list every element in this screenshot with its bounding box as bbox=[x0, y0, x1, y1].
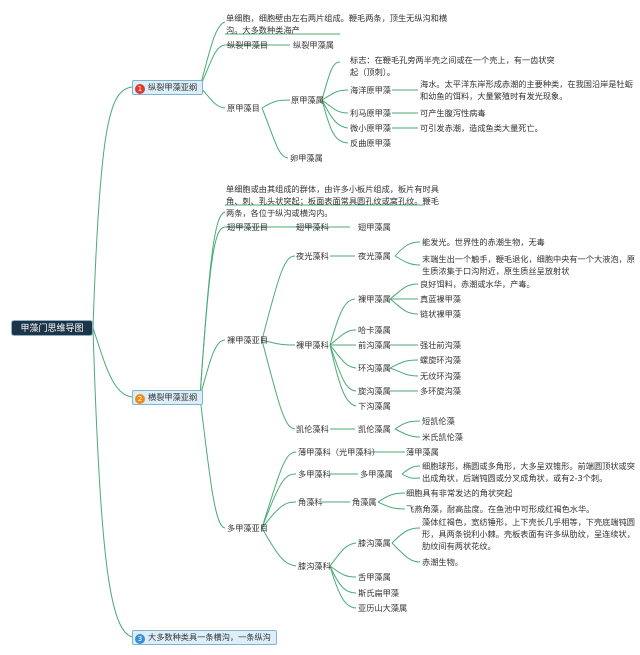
subclass-label: 大多数种类具一条横沟，一条纵沟 bbox=[148, 632, 271, 642]
node-yg1[interactable]: 能发光。世界性的赤潮生物，无毒 bbox=[422, 237, 545, 247]
node-biaozhi[interactable]: 标志：在鞭毛孔旁两半壳之间或在一个壳上，有一齿状突起（顶刺）。 bbox=[350, 55, 555, 77]
node-haiyang[interactable]: 海洋原甲藻 bbox=[350, 85, 391, 95]
subclass-label: 纵裂甲藻亚纲 bbox=[148, 82, 198, 92]
node-luoyamu[interactable]: 裸甲藻亚目 bbox=[227, 335, 268, 345]
node-lj1[interactable]: 良好饵料，赤潮或水华，产毒。 bbox=[420, 279, 535, 289]
node-haka[interactable]: 哈卡藻属 bbox=[358, 325, 391, 335]
node-jg1[interactable]: 藻体红褐色，宽纺锤形，上下壳长几乎相等，下壳底端钝圆形，具两条锐利小棘。壳板表面… bbox=[422, 517, 635, 551]
priority-3-icon: 3 bbox=[135, 634, 145, 644]
node-yeguangshu[interactable]: 夜光藻属 bbox=[358, 251, 391, 261]
node-kailunke[interactable]: 凯伦藻科 bbox=[296, 424, 329, 434]
node-xiagou[interactable]: 下沟藻属 bbox=[358, 401, 391, 411]
node-huangou[interactable]: 环沟藻属 bbox=[358, 363, 391, 373]
node-zongliemu[interactable]: 纵裂甲藻目 bbox=[227, 40, 268, 50]
node-wuwen[interactable]: 无纹环沟藻 bbox=[420, 371, 461, 381]
node-chiyake[interactable]: 翅甲藻科 bbox=[296, 222, 329, 232]
node-boke[interactable]: 薄甲藻科（光甲藻科） bbox=[298, 447, 380, 457]
node-desc[interactable]: 单细胞，细胞壁由左右两片组成。鞭毛两条，顶生无纵沟和横沟。大多数种类海产 bbox=[226, 13, 448, 35]
node-lima-desc[interactable]: 可产生腹泻性病毒 bbox=[420, 108, 486, 118]
node-mishi[interactable]: 米氏凯伦藻 bbox=[422, 432, 463, 442]
node-jg2[interactable]: 赤潮生物。 bbox=[422, 557, 463, 567]
node-luoxuan[interactable]: 螺旋环沟藻 bbox=[420, 355, 461, 365]
node-duankai[interactable]: 短凯伦藻 bbox=[422, 416, 455, 426]
node-fanqu[interactable]: 反曲原甲藻 bbox=[350, 138, 391, 148]
node-jiao1[interactable]: 细胞具有非常发达的角状突起 bbox=[406, 488, 513, 498]
node-boshu[interactable]: 薄甲藻属 bbox=[406, 447, 439, 457]
node-yeguangke[interactable]: 夜光藻科 bbox=[296, 251, 329, 261]
node-luoke[interactable]: 裸甲藻科 bbox=[296, 340, 329, 350]
node-duoshu[interactable]: 多甲藻属 bbox=[360, 469, 393, 479]
node-duohuan[interactable]: 多环旋沟藻 bbox=[420, 386, 461, 396]
node-duoyamu[interactable]: 多甲藻亚目 bbox=[227, 523, 268, 533]
node-zhenlan[interactable]: 真蓝裸甲藻 bbox=[420, 294, 461, 304]
node-kailunshu[interactable]: 凯伦藻属 bbox=[358, 424, 391, 434]
node-xuangou[interactable]: 旋沟藻属 bbox=[358, 386, 391, 396]
priority-1-icon: 1 bbox=[135, 84, 145, 94]
node-yuanmu[interactable]: 原甲藻目 bbox=[227, 103, 260, 113]
node-duo-desc[interactable]: 细胞球形，椭圆或多角形，大多呈双锥形。前端圆顶状或突出成角状，后端钝圆或分叉成角… bbox=[422, 461, 635, 483]
node-qiangou[interactable]: 前沟藻属 bbox=[358, 340, 391, 350]
node-yg2[interactable]: 末端生出一个触手，鞭毛退化，细胞中央有一个大液泡，原生质浓集于口沟附近，原生质丝… bbox=[422, 254, 635, 276]
priority-2-icon: 2 bbox=[135, 394, 145, 404]
node-wei[interactable]: 微小原甲藻 bbox=[350, 123, 391, 133]
node-lianzhuang[interactable]: 链状裸甲藻 bbox=[420, 309, 461, 319]
node-qiangzhuang[interactable]: 强壮前沟藻 bbox=[420, 340, 461, 350]
root-node[interactable]: 甲藻门思维导图 bbox=[11, 320, 93, 336]
node-jiaogouke[interactable]: 膝沟藻科 bbox=[298, 561, 331, 571]
node-jiaoshu[interactable]: 角藻属 bbox=[352, 497, 377, 507]
node-jiao2[interactable]: 飞燕角藻，耐高盐度。在鱼池中可形成红褐色水华。 bbox=[406, 504, 595, 514]
node-jiaogoushu[interactable]: 膝沟藻属 bbox=[358, 538, 391, 548]
node-yali[interactable]: 亚历山大藻属 bbox=[358, 603, 408, 613]
node-haiyang-desc[interactable]: 海水。太平洋东岸形成赤潮的主要种类，在我国沿岸是牡蛎和幼鱼的饵料，大量繁殖时有发… bbox=[420, 79, 633, 101]
node-wei-desc[interactable]: 可引发赤潮，造成鱼类大量死亡。 bbox=[420, 123, 543, 133]
node-duoke[interactable]: 多甲藻科 bbox=[298, 469, 331, 479]
subclass-label: 横裂甲藻亚纲 bbox=[148, 392, 198, 402]
node-zongliesh[interactable]: 纵裂甲藻属 bbox=[293, 40, 334, 50]
node-situo[interactable]: 斯氏扁甲藻 bbox=[358, 588, 399, 598]
node-chiyashu[interactable]: 翅甲藻属 bbox=[358, 222, 391, 232]
node-chiyamu[interactable]: 翅甲藻亚目 bbox=[227, 222, 268, 232]
node-luan[interactable]: 卵甲藻属 bbox=[290, 153, 323, 163]
node-jiaoke[interactable]: 角藻科 bbox=[298, 497, 323, 507]
node-desc[interactable]: 单细胞或由其组成的群体，由许多小板片组成，板片有时具角、刺、乳头状突起；板面表面… bbox=[226, 184, 439, 218]
node-luoshu[interactable]: 裸甲藻属 bbox=[358, 294, 391, 304]
node-shejia[interactable]: 舌甲藻属 bbox=[358, 572, 391, 582]
node-lima[interactable]: 利马原甲藻 bbox=[350, 108, 391, 118]
node-yuanshu[interactable]: 原甲藻属 bbox=[291, 95, 324, 105]
